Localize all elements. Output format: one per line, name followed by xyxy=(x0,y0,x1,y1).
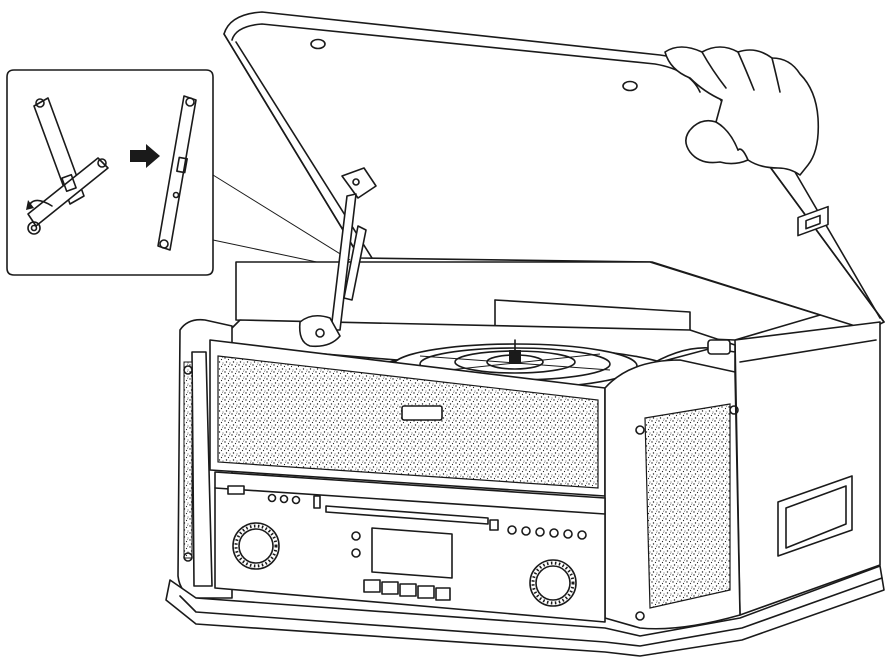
indicator-led-1 xyxy=(351,531,361,541)
front-speaker-grille xyxy=(209,339,606,497)
cd-eject-left[interactable] xyxy=(313,495,321,509)
leader-line-top xyxy=(212,174,351,261)
inset-detail xyxy=(6,69,214,276)
control-panel xyxy=(214,471,606,623)
cd-button-1[interactable] xyxy=(507,525,517,535)
curved-arrow-icon xyxy=(29,199,53,207)
usb-port[interactable] xyxy=(227,485,245,495)
plinth-base xyxy=(165,565,885,657)
lid-stay-arm[interactable] xyxy=(298,167,377,348)
right-corner-post xyxy=(604,359,741,630)
cd-eject-right[interactable] xyxy=(489,519,499,531)
tonearm-counterweight[interactable] xyxy=(707,339,731,355)
folded-stay-arm xyxy=(27,97,109,235)
side-cassette-deck[interactable] xyxy=(777,205,853,557)
right-arrow-icon xyxy=(130,144,160,168)
top-button-2[interactable] xyxy=(279,494,289,504)
brand-badge xyxy=(401,405,443,421)
hand-icon xyxy=(664,46,820,176)
volume-knob[interactable] xyxy=(232,522,280,570)
function-buttons[interactable] xyxy=(363,579,451,601)
cd-button-2[interactable] xyxy=(521,526,531,536)
indicator-led-2 xyxy=(351,548,361,558)
top-button-3[interactable] xyxy=(291,495,301,505)
display-screen xyxy=(371,527,453,579)
extended-stay-arm xyxy=(157,95,197,251)
lid-hole-right xyxy=(622,80,638,92)
cd-slot[interactable] xyxy=(325,505,489,525)
cd-button-6[interactable] xyxy=(577,530,587,540)
lid-hole-left xyxy=(310,38,326,50)
cd-button-4[interactable] xyxy=(549,528,559,538)
cd-button-5[interactable] xyxy=(563,529,573,539)
top-button-1[interactable] xyxy=(267,493,277,503)
cd-button-3[interactable] xyxy=(535,527,545,537)
tuning-knob[interactable] xyxy=(529,559,577,607)
